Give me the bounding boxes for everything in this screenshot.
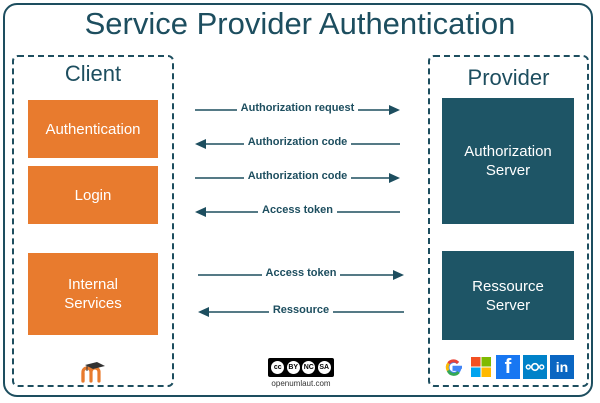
login-box: Login — [28, 166, 158, 224]
message-label: Authorization code — [243, 170, 352, 182]
site-label: openumlaut.com — [271, 379, 331, 388]
nc-icon: NC — [302, 361, 316, 374]
provider-group — [428, 55, 589, 387]
message-arrow: Authorization code — [195, 168, 400, 188]
client-group — [12, 55, 174, 387]
diagram-title: Service Provider Authentication — [84, 6, 516, 41]
internal-services-box: Internal Services — [28, 253, 158, 335]
by-icon: BY — [286, 361, 300, 374]
cc-license-badge: cc BY NC SA — [268, 358, 334, 377]
microsoft-icon — [469, 355, 493, 379]
message-arrow: Authorization request — [195, 100, 400, 120]
license-footer: cc BY NC SA openumlaut.com — [266, 358, 336, 388]
message-label: Ressource — [268, 304, 334, 316]
sa-icon: SA — [317, 361, 331, 374]
authorization-server-box: Authorization Server — [442, 98, 574, 224]
message-label: Authorization request — [236, 102, 359, 114]
internal-services-label: Internal Services — [64, 276, 122, 312]
client-title: Client — [64, 61, 122, 86]
authentication-box: Authentication — [28, 100, 158, 158]
google-icon — [442, 355, 466, 379]
provider-title: Provider — [467, 65, 550, 90]
message-label: Access token — [258, 204, 337, 216]
message-arrow: Access token — [198, 265, 404, 285]
authorization-server-label: Authorization Server — [464, 143, 552, 179]
message-label: Access token — [261, 267, 341, 279]
message-label: Authorization code — [243, 136, 352, 148]
ressource-server-box: Ressource Server — [442, 251, 574, 340]
linkedin-icon: in — [550, 355, 574, 379]
cc-icon: cc — [271, 361, 285, 374]
provider-logos: f in — [442, 355, 577, 379]
ressource-server-label: Ressource Server — [472, 277, 544, 314]
nextcloud-icon — [523, 355, 547, 379]
message-arrow: Ressource — [198, 302, 404, 322]
message-arrow: Access token — [195, 202, 400, 222]
outer-frame — [3, 3, 593, 397]
message-arrow: Authorization code — [195, 134, 400, 154]
facebook-icon: f — [496, 355, 520, 379]
moodle-logo — [79, 361, 113, 383]
